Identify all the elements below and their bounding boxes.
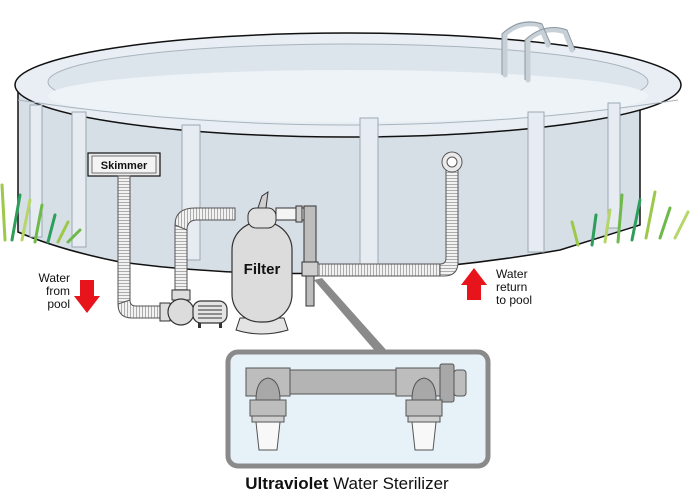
pump: [159, 289, 228, 328]
water-return: Water return to pool: [461, 267, 532, 307]
up-arrow-icon: [461, 268, 487, 300]
skimmer-label: Skimmer: [101, 160, 148, 172]
filter: Filter: [231, 190, 293, 335]
wall-posts: [29, 102, 621, 269]
caption-bold: Ultraviolet: [245, 474, 329, 493]
filter-outlet-pipe: [275, 205, 319, 307]
skimmer-hose: [117, 175, 161, 319]
pool-wall: [17, 89, 641, 275]
pump-to-filter-hose: [174, 207, 236, 296]
pool: [14, 21, 682, 275]
pool-ladder: [502, 21, 575, 83]
grass-right: [570, 190, 690, 247]
filter-label: Filter: [244, 261, 281, 278]
water-from-pool: Water from pool: [38, 271, 100, 313]
callout-pointer: [314, 278, 388, 352]
water-return-line1: Water: [496, 267, 528, 281]
return-hose: [317, 151, 463, 277]
grass-left: [0, 183, 82, 244]
caption-rest: Water Sterilizer: [328, 474, 449, 493]
water-return-line2: return: [496, 280, 527, 294]
water-from-pool-line1: Water: [38, 271, 70, 285]
skimmer: Skimmer: [87, 152, 161, 177]
water-from-pool-line2: from: [46, 284, 70, 298]
water-from-pool-line3: pool: [47, 297, 70, 311]
sterilizer-callout: [225, 349, 491, 469]
diagram-caption: Ultraviolet Water Sterilizer: [0, 474, 694, 494]
down-arrow-icon: [74, 280, 100, 313]
water-return-line3: to pool: [496, 293, 532, 307]
